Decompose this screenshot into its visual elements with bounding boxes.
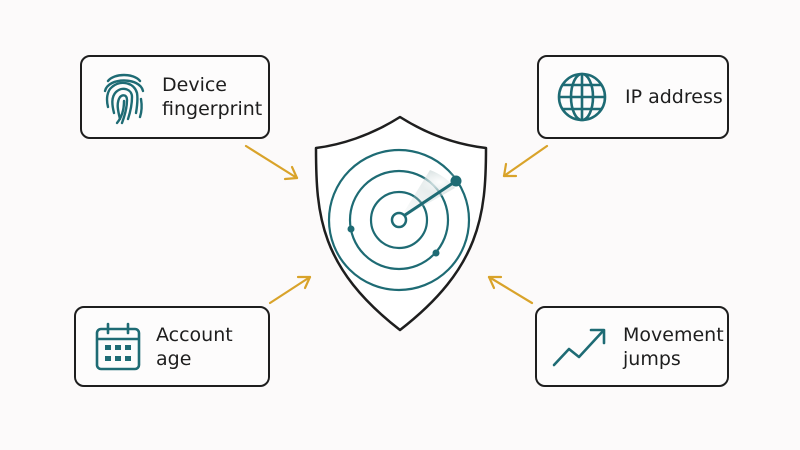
card-label: Account age xyxy=(156,323,233,370)
arrow-movement-to-shield xyxy=(487,275,534,305)
arrow-fingerprint-to-shield xyxy=(244,144,299,181)
trend-up-icon xyxy=(551,325,609,369)
radar-blip-left xyxy=(347,225,355,233)
globe-icon xyxy=(555,70,609,124)
card-account-age: Account age xyxy=(74,306,270,387)
radar-blip-main xyxy=(450,175,462,187)
card-label: Device fingerprint xyxy=(162,74,263,120)
radar-glow xyxy=(420,170,460,194)
radar-blip-right xyxy=(432,249,440,257)
calendar-icon xyxy=(94,321,142,373)
radar-ring-middle xyxy=(348,169,450,271)
card-label: IP address xyxy=(625,86,723,108)
shield-radar-icon xyxy=(314,115,488,332)
arrow-age-to-shield xyxy=(268,275,312,305)
arrow-ip-to-shield xyxy=(502,144,549,178)
card-label: Movement jumps xyxy=(623,323,724,370)
radar-center xyxy=(390,211,408,229)
card-movement-jumps: Movement jumps xyxy=(535,306,729,387)
card-ip-address: IP address xyxy=(537,55,729,139)
radar-ring-outer xyxy=(327,148,471,292)
fingerprint-icon xyxy=(100,67,148,127)
radar-sweep-line xyxy=(403,179,458,217)
card-device-fingerprint: Device fingerprint xyxy=(80,55,270,139)
radar-ring-inner xyxy=(369,190,429,250)
